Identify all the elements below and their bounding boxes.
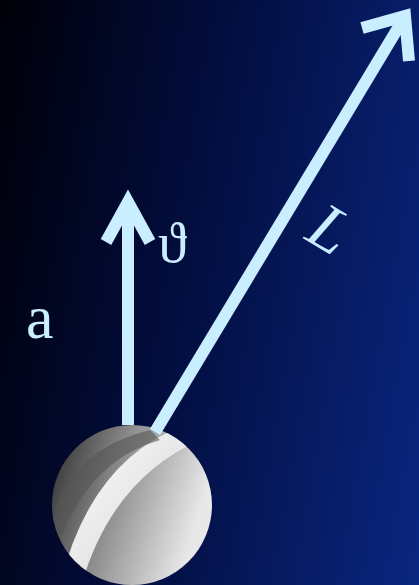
length-arrow bbox=[155, 16, 409, 432]
angle-label: ϑ bbox=[158, 214, 187, 272]
acceleration-label: a bbox=[26, 286, 54, 348]
length-label: L bbox=[298, 191, 363, 266]
ball bbox=[52, 425, 212, 585]
acceleration-arrow bbox=[106, 202, 150, 425]
